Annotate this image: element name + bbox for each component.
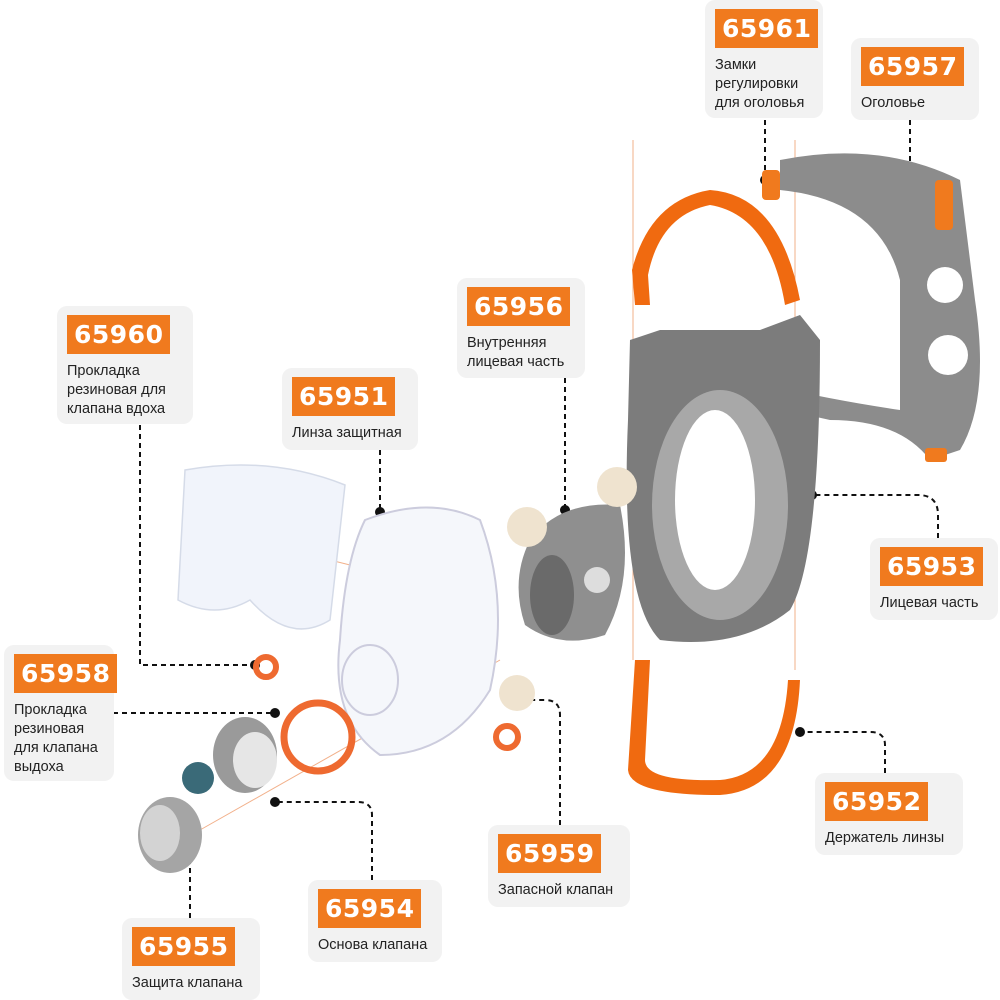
valve-cover xyxy=(138,797,202,873)
part-card-65961: 65961 Замки регулировки для оголовья xyxy=(705,0,823,118)
part-card-65954: 65954 Основа клапана xyxy=(308,880,442,962)
part-code: 65959 xyxy=(498,834,602,873)
part-card-65955: 65955 Защита клапана xyxy=(122,918,260,1000)
part-label: Линза защитная xyxy=(292,425,402,441)
part-code: 65955 xyxy=(132,927,236,966)
part-label: Защита клапана xyxy=(132,975,243,991)
part-label: Держатель линзы xyxy=(825,830,945,846)
part-card-65951: 65951 Линза защитная xyxy=(282,368,418,450)
lens-holder-top xyxy=(632,190,800,305)
protective-lens xyxy=(337,506,499,757)
part-code: 65952 xyxy=(825,782,929,821)
part-label: Запасной клапан xyxy=(498,882,614,898)
valve-base xyxy=(213,717,277,793)
leader-lines xyxy=(113,120,939,918)
part-label: Внутренняя лицевая часть xyxy=(467,335,565,370)
part-code: 65953 xyxy=(880,547,984,586)
valve-disc xyxy=(182,762,214,794)
inner-face-piece xyxy=(518,504,625,641)
part-code: 65954 xyxy=(318,889,422,928)
part-code: 65960 xyxy=(67,315,171,354)
part-label: Прокладка резиновая для клапана выдоха xyxy=(14,702,98,775)
outer-visor xyxy=(177,464,346,630)
part-card-65960: 65960 Прокладка резиновая для клапана вд… xyxy=(57,306,193,424)
face-piece xyxy=(626,315,820,642)
part-label: Основа клапана xyxy=(318,937,428,953)
part-label: Лицевая часть xyxy=(880,595,979,611)
part-code: 65956 xyxy=(467,287,571,326)
lens-holder-bottom xyxy=(628,660,800,795)
part-code: 65951 xyxy=(292,377,396,416)
part-card-65956: 65956 Внутренняя лицевая часть xyxy=(457,278,585,378)
part-label: Прокладка резиновая для клапана вдоха xyxy=(67,363,166,417)
part-label: Оголовье xyxy=(861,95,926,111)
part-card-65958: 65958 Прокладка резиновая для клапана вы… xyxy=(4,645,118,781)
part-card-65959: 65959 Запасной клапан xyxy=(488,825,630,907)
part-code: 65958 xyxy=(14,654,118,693)
gaskets xyxy=(253,654,521,775)
part-code: 65957 xyxy=(861,47,965,86)
part-card-65952: 65952 Держатель линзы xyxy=(815,773,963,855)
part-label: Замки регулировки для оголовья xyxy=(715,57,805,111)
part-card-65953: 65953 Лицевая часть xyxy=(870,538,998,620)
part-code: 65961 xyxy=(715,9,819,48)
headstrap xyxy=(740,153,980,462)
part-card-65957: 65957 Оголовье xyxy=(851,38,979,120)
